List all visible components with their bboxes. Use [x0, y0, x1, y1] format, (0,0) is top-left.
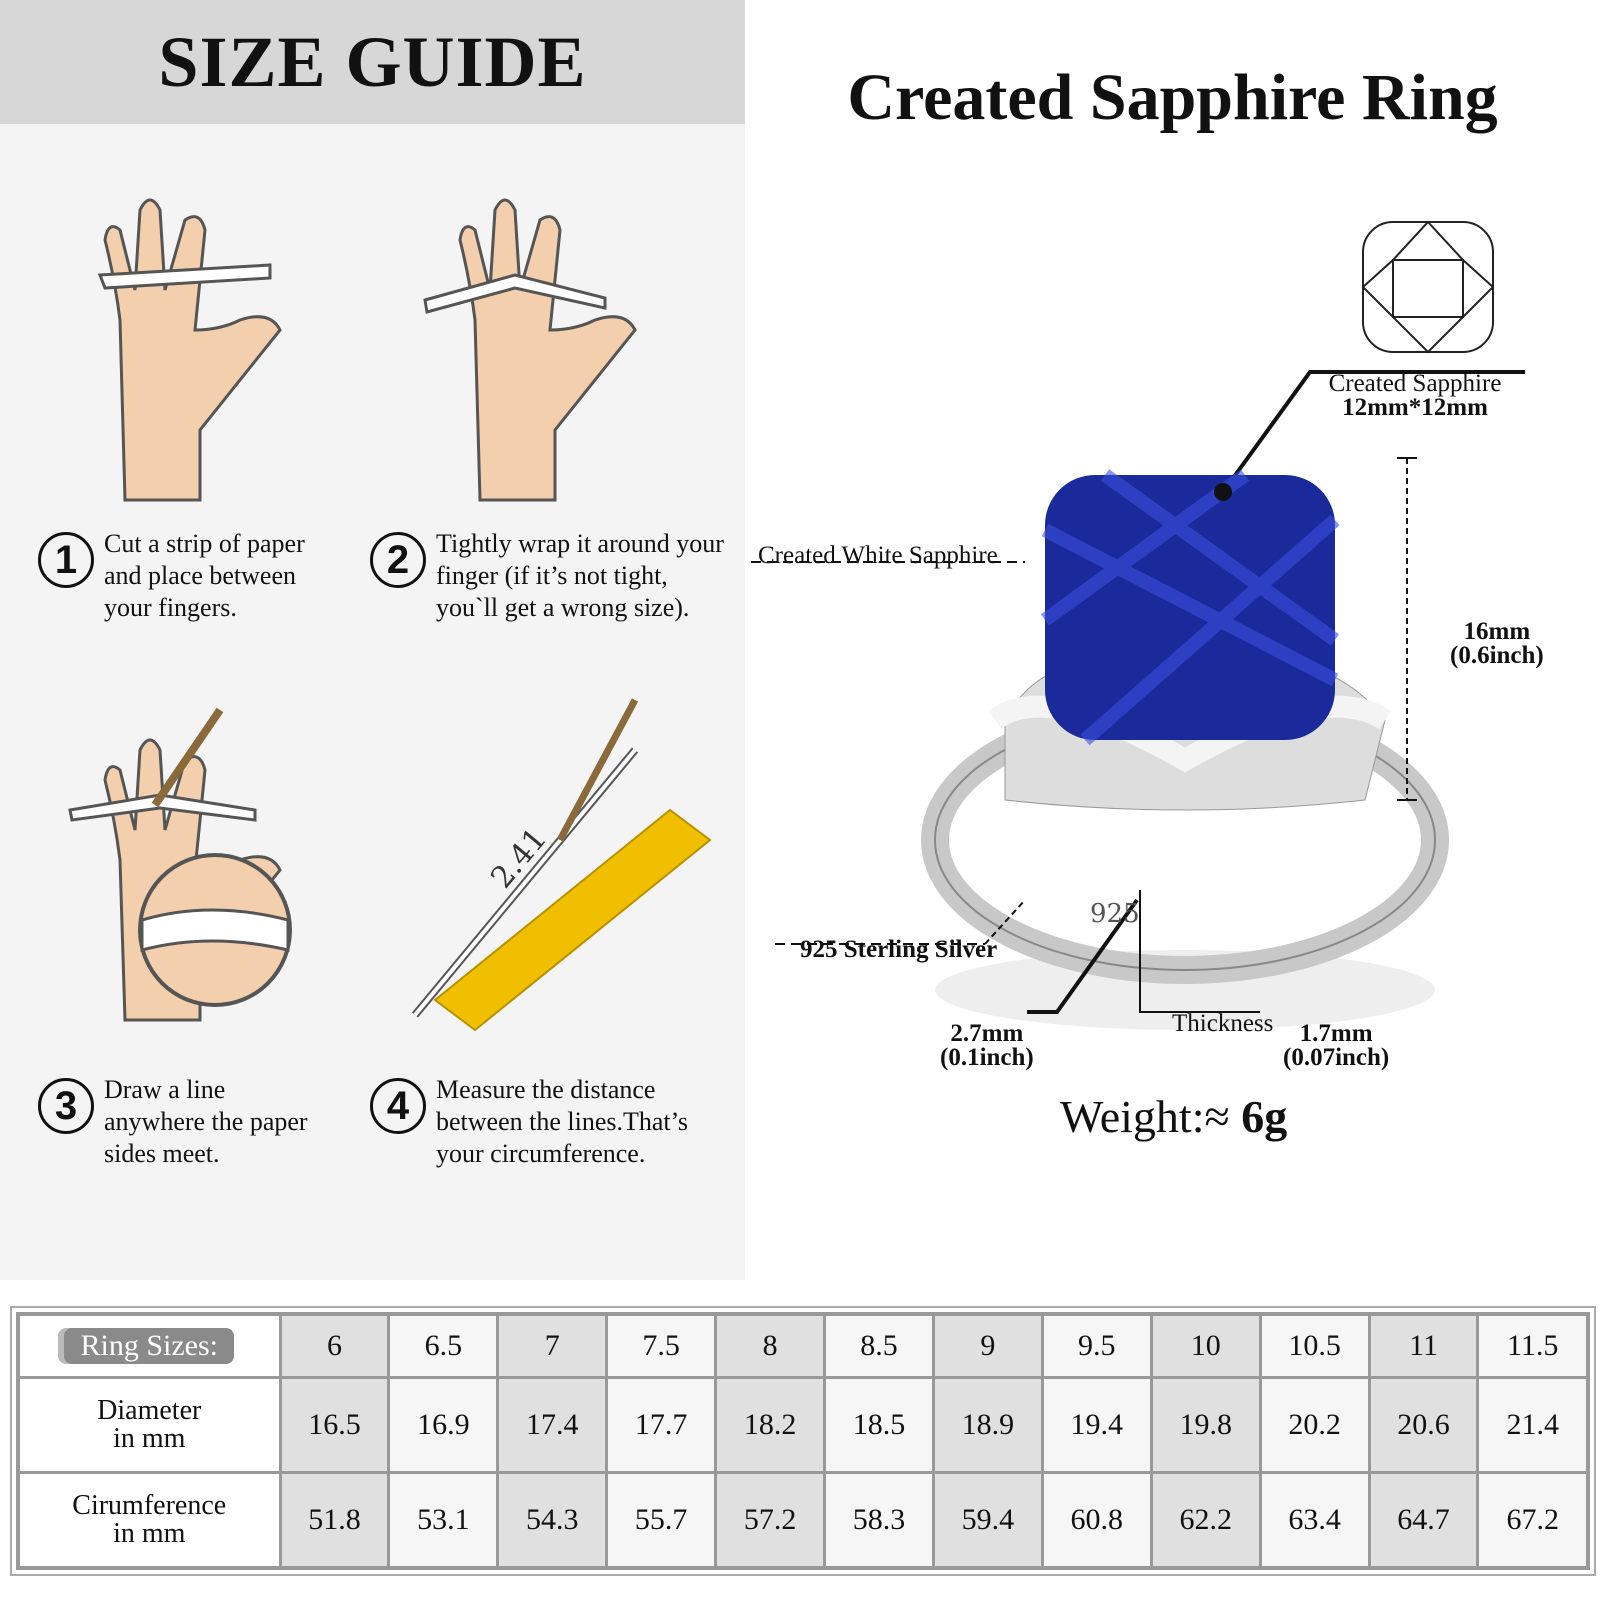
table-cell: 16.5 — [278, 1376, 391, 1474]
size-guide-title: SIZE GUIDE — [158, 21, 587, 102]
silver-stamp: 925 — [1090, 899, 1140, 929]
table-cell: 10.5 — [1258, 1312, 1371, 1379]
table-cell: 11.5 — [1476, 1312, 1590, 1379]
step-number: 4 — [370, 1078, 426, 1134]
table-cell: 20.6 — [1367, 1376, 1480, 1474]
width-mm: 2.7mm — [950, 1020, 1024, 1047]
table-cell: 11 — [1367, 1312, 1480, 1379]
table-cell: 62.2 — [1149, 1470, 1262, 1570]
table-cell: 19.8 — [1149, 1376, 1262, 1474]
table-cell: 7 — [496, 1312, 609, 1379]
ring-diagram: 925 — [745, 220, 1525, 1030]
step-text: Measure the distance between the lines.T… — [436, 1075, 688, 1168]
table-cell: 18.5 — [823, 1376, 935, 1474]
size-guide-header: SIZE GUIDE — [0, 0, 745, 124]
step-text: Tightly wrap it around your finger (if i… — [436, 529, 724, 622]
width-label: 2.7mm(0.1inch) — [940, 1020, 1034, 1071]
table-cell: 51.8 — [278, 1470, 391, 1570]
table-cell: 63.4 — [1258, 1470, 1371, 1570]
weight: Weight:≈ 6g — [1060, 1090, 1287, 1143]
white-sapphire-label: Created White Sapphire — [758, 542, 998, 569]
table-cell: 6.5 — [387, 1312, 500, 1379]
height-inch: (0.6inch) — [1450, 642, 1544, 669]
measuring-illustrations: 2.41 — [68, 198, 712, 1032]
table-cell: 19.4 — [1040, 1376, 1153, 1474]
step-text: Cut a strip of paper and place between y… — [104, 529, 305, 622]
table-cell: 21.4 — [1476, 1376, 1590, 1474]
table-cell: 18.2 — [714, 1376, 827, 1474]
table-cell: 16.9 — [387, 1376, 500, 1474]
row-header: Ring Sizes: — [16, 1312, 282, 1379]
table-cell: 53.1 — [387, 1470, 500, 1570]
width-inch: (0.1inch) — [940, 1044, 1034, 1071]
table-cell: 54.3 — [496, 1470, 609, 1570]
table-cell: 64.7 — [1367, 1470, 1480, 1570]
hand-illustration-3 — [68, 707, 292, 1022]
table-cell: 58.3 — [823, 1470, 935, 1570]
table-cell: 20.2 — [1258, 1376, 1371, 1474]
table-cell: 10 — [1149, 1312, 1262, 1379]
height-mm: 16mm — [1463, 618, 1531, 645]
hand-illustration-1 — [97, 198, 282, 502]
silver-label: 925 Sterling Silver — [800, 936, 998, 963]
thickness-mm: 1.7mm — [1299, 1020, 1373, 1047]
table-cell: 7.5 — [605, 1312, 718, 1379]
table-cell: 8.5 — [823, 1312, 935, 1379]
table-cell: 8 — [714, 1312, 827, 1379]
table-cell: 17.7 — [605, 1376, 718, 1474]
thickness-value: 1.7mm(0.07inch) — [1283, 1020, 1390, 1071]
thickness-inch: (0.07inch) — [1283, 1044, 1390, 1071]
row-header: Diameter in mm — [16, 1376, 282, 1474]
product-title: Created Sapphire Ring — [847, 61, 1498, 134]
height-label: 16mm(0.6inch) — [1450, 618, 1544, 669]
table-cell: 17.4 — [496, 1376, 609, 1474]
step-text: Draw a line anywhere the paper sides mee… — [104, 1075, 308, 1168]
ruler-illustration: 2.41 — [411, 698, 712, 1032]
table-cell: 60.8 — [1040, 1470, 1153, 1570]
weight-value: 6g — [1241, 1091, 1288, 1142]
silver-label-text: 925 Sterling Silver — [800, 936, 998, 963]
ring-sizes-badge: Ring Sizes: — [64, 1328, 234, 1364]
table-cell: 6 — [278, 1312, 391, 1379]
table-cell: 59.4 — [931, 1470, 1044, 1570]
size-guide-panel — [0, 0, 745, 1280]
table-cell: 9.5 — [1040, 1312, 1153, 1379]
table-cell: 67.2 — [1476, 1470, 1590, 1570]
table-cell: 57.2 — [714, 1470, 827, 1570]
step-number: 3 — [38, 1078, 94, 1134]
step-number: 1 — [38, 532, 94, 588]
table-cell: 9 — [931, 1312, 1044, 1379]
thickness-label: Thickness — [1172, 1010, 1274, 1037]
table-cell: 55.7 — [605, 1470, 718, 1570]
stone-label-text: Created Sapphire — [1328, 370, 1502, 397]
cushion-cut-icon — [1361, 220, 1495, 354]
step-number: 2 — [370, 532, 426, 588]
hand-illustration-2 — [423, 198, 637, 502]
weight-label: Weight:≈ — [1060, 1091, 1230, 1142]
table-cell: 18.9 — [931, 1376, 1044, 1474]
row-header: Cirumference in mm — [16, 1470, 282, 1570]
stone-size: 12mm*12mm — [1342, 394, 1488, 421]
